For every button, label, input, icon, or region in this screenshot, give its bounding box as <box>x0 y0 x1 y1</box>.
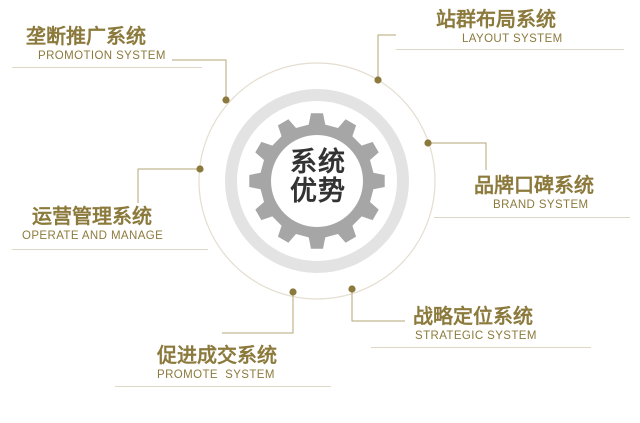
operate-system-label: 运营管理系统 OPERATE AND MANAGE <box>12 204 212 250</box>
gear-icon <box>249 113 385 249</box>
layout-system-label: 站群布局系统 LAYOUT SYSTEM <box>396 7 624 50</box>
gear-center <box>271 135 363 227</box>
promote-system-rule <box>115 386 331 387</box>
inner-ring <box>225 89 409 273</box>
dot-brand <box>424 139 432 147</box>
brand-system-label: 品牌口碑系统 BRAND SYSTEM <box>434 173 634 218</box>
operate-system-rule <box>12 249 208 250</box>
dot-promote <box>289 288 297 296</box>
dot-promotion <box>222 96 230 104</box>
connector-promote <box>222 292 294 334</box>
layout-system-en: LAYOUT SYSTEM <box>462 33 563 45</box>
promote-system-label: 促进成交系统 PROMOTE SYSTEM <box>115 343 331 387</box>
connector-layout <box>377 34 396 80</box>
operate-system-en: OPERATE AND MANAGE <box>22 230 164 242</box>
dot-strategic <box>348 285 356 293</box>
dot-operate <box>196 165 204 173</box>
layout-system-rule <box>396 49 624 50</box>
center-title: 系统 优势 <box>273 148 363 206</box>
brand-system-cn: 品牌口碑系统 <box>474 173 594 197</box>
layout-system-cn: 站群布局系统 <box>436 7 556 31</box>
connector-operate <box>137 168 200 203</box>
connector-brand <box>428 142 487 170</box>
promotion-system-rule <box>12 67 202 68</box>
promote-system-cn: 促进成交系统 <box>157 343 277 367</box>
brand-system-rule <box>434 217 630 218</box>
dot-layout <box>374 76 382 84</box>
strategic-system-cn: 战略定位系统 <box>413 304 533 328</box>
promotion-system-label: 垄断推广系统 PROMOTION SYSTEM <box>12 24 206 68</box>
center-title-line1: 系统 <box>290 147 346 178</box>
promote-system-en: PROMOTE SYSTEM <box>157 369 275 381</box>
brand-system-en: BRAND SYSTEM <box>493 199 589 211</box>
promotion-system-cn: 垄断推广系统 <box>26 24 146 48</box>
connector-promotion <box>172 59 227 100</box>
promotion-system-en: PROMOTION SYSTEM <box>38 50 166 62</box>
operate-system-cn: 运营管理系统 <box>32 204 152 228</box>
connector-strategic <box>351 289 405 322</box>
outer-ring <box>198 62 436 300</box>
strategic-system-label: 战略定位系统 STRATEGIC SYSTEM <box>371 304 591 348</box>
strategic-system-en: STRATEGIC SYSTEM <box>415 330 537 342</box>
strategic-system-rule <box>371 347 591 348</box>
center-title-line2: 优势 <box>290 176 346 207</box>
